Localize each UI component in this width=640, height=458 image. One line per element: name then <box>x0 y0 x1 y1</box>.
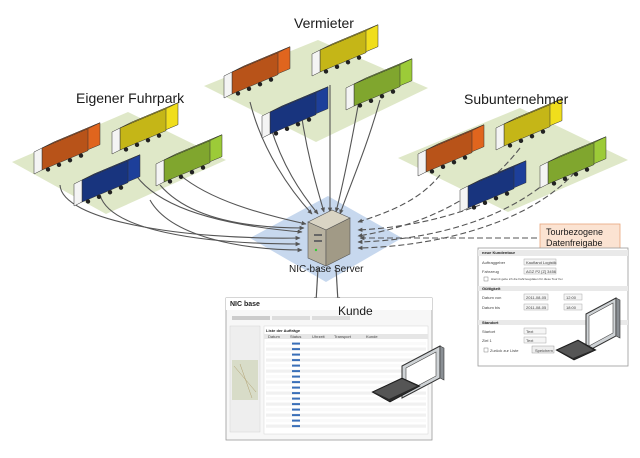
portal-table-row <box>266 342 426 346</box>
arrows-subcontractors <box>357 147 591 251</box>
keyboard-left-icon <box>371 377 421 403</box>
portal-table-row <box>266 369 426 373</box>
form-checkbox-label[interactable]: Hiermit gebe ich die Fahrzeugdaten für d… <box>491 277 563 281</box>
platform-own-fleet <box>12 112 226 214</box>
platform-subcontractors <box>398 108 628 212</box>
form-save-button[interactable]: Speichern <box>535 348 554 353</box>
form-value-auftraggeber[interactable]: Kaufland Logistik <box>526 260 557 265</box>
form-value-startort[interactable]: Text <box>526 329 534 334</box>
status-icon <box>292 425 300 428</box>
server-icon <box>307 209 351 267</box>
truck-own-green <box>155 134 223 187</box>
form-value-datum-von[interactable]: 2011-08-05 <box>526 295 547 300</box>
status-icon <box>292 364 300 367</box>
status-icon <box>292 359 300 362</box>
form-label-startort: Startort <box>482 329 496 334</box>
status-icon <box>292 414 300 417</box>
form-value-fahrzeug[interactable]: AGZ P2 [Z] 3456 <box>526 269 557 274</box>
form-label-datum-von: Datum von <box>482 295 502 300</box>
status-icon <box>292 353 300 356</box>
status-icon <box>292 370 300 373</box>
truck-sub-green <box>539 136 607 189</box>
form-label-ziel: Ziel 1 <box>482 338 492 343</box>
release-callout-line2: Datenfreigabe <box>546 238 603 248</box>
portal-logo: NIC base <box>230 301 260 308</box>
customer-label: Kunde <box>338 304 373 318</box>
server-label: NIC-base Server <box>289 264 364 275</box>
group-label-subcontractors: Subunternehmer <box>464 91 569 107</box>
portal-col-uhrzeit: Uhrzeit <box>312 334 325 339</box>
arrows-own-fleet <box>59 164 307 253</box>
portal-table-row <box>266 397 426 401</box>
group-label-own-fleet: Eigener Fuhrpark <box>76 90 185 106</box>
truck-sub-yellow <box>495 98 563 151</box>
status-icon <box>292 392 300 395</box>
trucks-layer <box>33 24 607 213</box>
status-icon <box>292 342 300 345</box>
portal-table-title: Liste der Aufträge <box>266 328 301 333</box>
form-label-fahrzeug: Fahrzeug <box>482 269 499 274</box>
truck-lessor-green <box>345 58 413 111</box>
portal-table-row <box>266 413 426 417</box>
truck-lessor-orange <box>223 46 291 99</box>
keyboard-right-icon <box>555 339 597 361</box>
form-value-zeit-von[interactable]: 12:00 <box>566 295 577 300</box>
arrows-lessors <box>249 85 381 215</box>
truck-own-yellow <box>111 102 179 155</box>
truck-own-orange <box>33 122 101 175</box>
portal-table-rows <box>266 342 426 428</box>
portal-table-row <box>266 380 426 384</box>
portal-table-row <box>266 364 426 368</box>
portal-col-transport: Transport <box>334 334 351 339</box>
arrows-to-customer <box>313 267 341 303</box>
portal-table-row <box>266 386 426 390</box>
form-value-ziel[interactable]: Text <box>526 338 534 343</box>
form-section-validity: Gültigkeit <box>482 286 501 291</box>
portal-col-status: Status <box>290 334 302 339</box>
portal-table-row <box>266 391 426 395</box>
status-icon <box>292 408 300 411</box>
portal-table-row <box>266 402 426 406</box>
status-icon <box>292 403 300 406</box>
portal-col-kunde: Kunde <box>366 334 378 339</box>
status-icon <box>292 397 300 400</box>
truck-sub-blue <box>459 160 527 213</box>
status-icon <box>292 381 300 384</box>
form-section-tour: neue Kundentour <box>482 250 516 255</box>
form-section-location: Standort <box>482 320 499 325</box>
portal-table-row <box>266 358 426 362</box>
truck-own-blue <box>73 154 141 207</box>
portal-col-datum: Datum <box>268 334 280 339</box>
portal-table-row <box>266 424 426 428</box>
portal-table-row <box>266 408 426 412</box>
monitor-right-icon <box>585 297 621 353</box>
form-value-zeit-bis[interactable]: 18:00 <box>566 305 577 310</box>
status-icon <box>292 375 300 378</box>
form-value-datum-bis[interactable]: 2011-08-05 <box>526 305 547 310</box>
group-label-lessors: Vermieter <box>294 15 354 31</box>
portal-table-row <box>266 347 426 351</box>
truck-lessor-blue <box>261 86 329 139</box>
status-icon <box>292 419 300 422</box>
truck-lessor-yellow <box>311 24 379 77</box>
portal-table-row <box>266 353 426 357</box>
portal-table-row <box>266 419 426 423</box>
status-icon <box>292 348 300 351</box>
truck-sub-orange <box>417 124 485 177</box>
status-icon <box>292 386 300 389</box>
form-label-auftraggeber: Auftraggeber <box>482 260 506 265</box>
portal-table-row <box>266 375 426 379</box>
release-callout-line1: Tourbezogene <box>546 227 604 237</box>
form-label-datum-bis: Datum bis <box>482 305 501 310</box>
customer-portal-window <box>225 297 433 441</box>
form-back-link[interactable]: Zurück zur Liste <box>490 348 519 353</box>
